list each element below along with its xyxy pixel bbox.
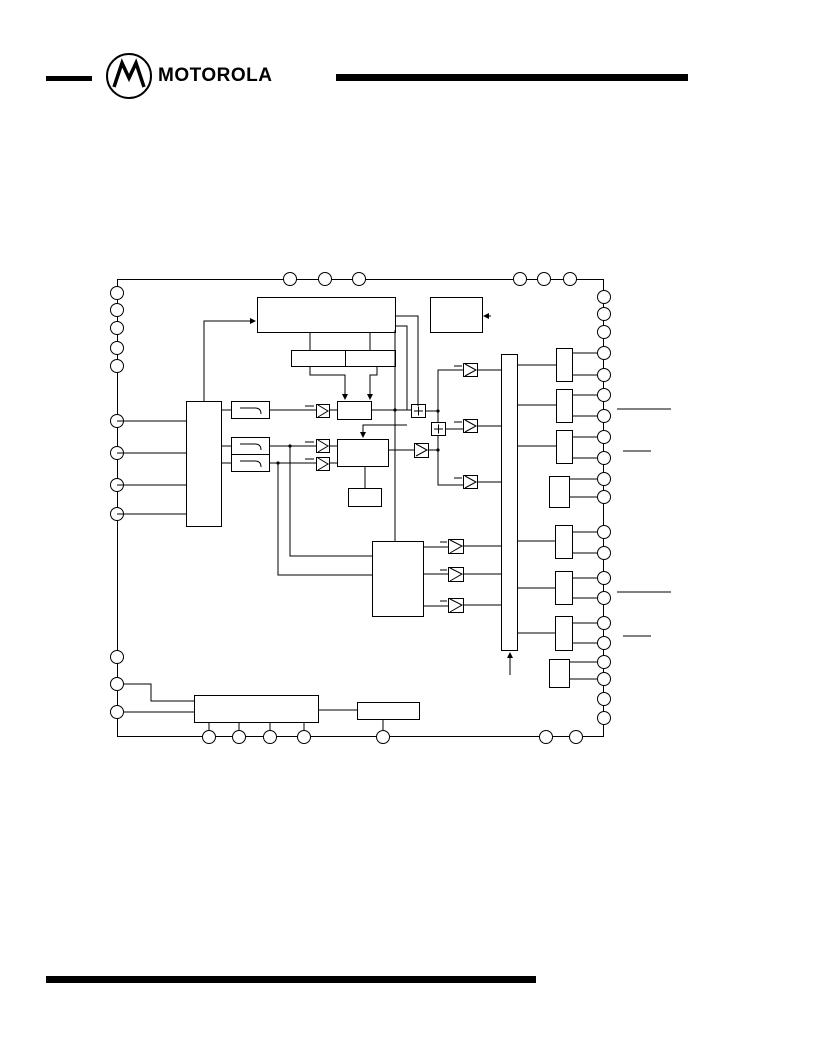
processor-block-b <box>337 439 389 467</box>
chip-outline <box>117 279 604 737</box>
pin <box>352 272 366 286</box>
output-block <box>555 571 573 605</box>
junction-dot <box>393 408 397 412</box>
processor-block-a <box>337 401 372 420</box>
pin <box>318 272 332 286</box>
pin <box>110 650 124 664</box>
processor-block-d <box>372 541 424 617</box>
interface-block <box>194 695 319 723</box>
pin <box>597 591 611 605</box>
pin <box>110 341 124 355</box>
output-block <box>549 659 570 688</box>
header-rule-left <box>46 76 92 81</box>
brand-name: MOTOROLA <box>158 65 273 86</box>
pin <box>263 730 277 744</box>
output-matrix <box>501 354 518 651</box>
junction-dot <box>276 461 280 465</box>
pin <box>202 730 216 744</box>
pin <box>597 571 611 585</box>
pin <box>110 677 124 691</box>
control-block <box>257 297 396 333</box>
output-block <box>549 476 570 508</box>
filter-block <box>231 401 270 419</box>
register-block-right <box>345 350 396 367</box>
pin <box>597 616 611 630</box>
pin <box>232 730 246 744</box>
pin <box>597 672 611 686</box>
junction-dot <box>436 448 440 452</box>
pin <box>569 730 583 744</box>
input-selector <box>186 401 222 527</box>
pin <box>597 711 611 725</box>
pin <box>597 655 611 669</box>
filter-block <box>231 454 270 472</box>
pin <box>597 636 611 650</box>
pin <box>513 272 527 286</box>
processor-block-c <box>348 488 382 507</box>
pin <box>537 272 551 286</box>
pin <box>597 290 611 304</box>
pin <box>597 388 611 402</box>
pin <box>597 409 611 423</box>
pin <box>597 346 611 360</box>
pin <box>597 525 611 539</box>
output-block <box>555 525 573 559</box>
filter-block <box>231 437 270 455</box>
pin <box>597 430 611 444</box>
output-block <box>556 348 573 382</box>
summing-node <box>411 404 426 418</box>
bottom-right-block <box>357 702 420 720</box>
pin <box>110 303 124 317</box>
pin <box>539 730 553 744</box>
output-block <box>556 389 573 423</box>
motorola-logo-icon <box>106 53 152 99</box>
output-block <box>555 616 573 651</box>
pin <box>597 692 611 706</box>
pin <box>597 451 611 465</box>
pin <box>597 368 611 382</box>
pin <box>597 307 611 321</box>
pin <box>283 272 297 286</box>
pin <box>110 359 124 373</box>
pin <box>297 730 311 744</box>
pin <box>597 472 611 486</box>
output-block <box>556 430 573 464</box>
pin <box>597 490 611 504</box>
detached-block <box>430 297 483 333</box>
pin <box>110 321 124 335</box>
pin <box>597 325 611 339</box>
footer-rule <box>46 976 536 983</box>
pin <box>597 546 611 560</box>
pin <box>110 286 124 300</box>
pin <box>110 705 124 719</box>
summing-node <box>431 422 446 436</box>
header-rule-right <box>336 74 688 81</box>
register-block-left <box>291 350 346 367</box>
pin <box>563 272 577 286</box>
junction-dot <box>436 409 440 413</box>
pin <box>376 730 390 744</box>
junction-dot <box>288 444 292 448</box>
